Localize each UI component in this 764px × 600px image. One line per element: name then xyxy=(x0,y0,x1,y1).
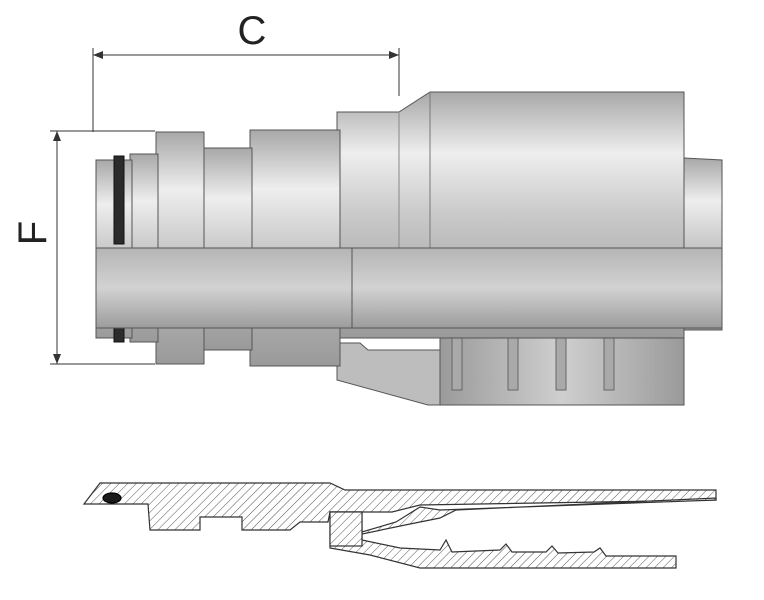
ferrule-ribs xyxy=(336,342,441,406)
ferrule-lip xyxy=(329,511,363,547)
o-ring xyxy=(113,155,125,245)
dimension-f-label: F xyxy=(11,221,55,245)
nipple-section xyxy=(82,482,717,531)
dimension-c-label: C xyxy=(238,9,267,53)
dimension-c: C xyxy=(92,9,400,132)
seal-section xyxy=(102,492,122,504)
dimension-f: F xyxy=(11,130,155,365)
ferrule-section xyxy=(329,497,717,569)
insert-tube xyxy=(351,247,723,329)
fitting-3d-view xyxy=(95,91,723,406)
cross-section xyxy=(82,482,717,569)
